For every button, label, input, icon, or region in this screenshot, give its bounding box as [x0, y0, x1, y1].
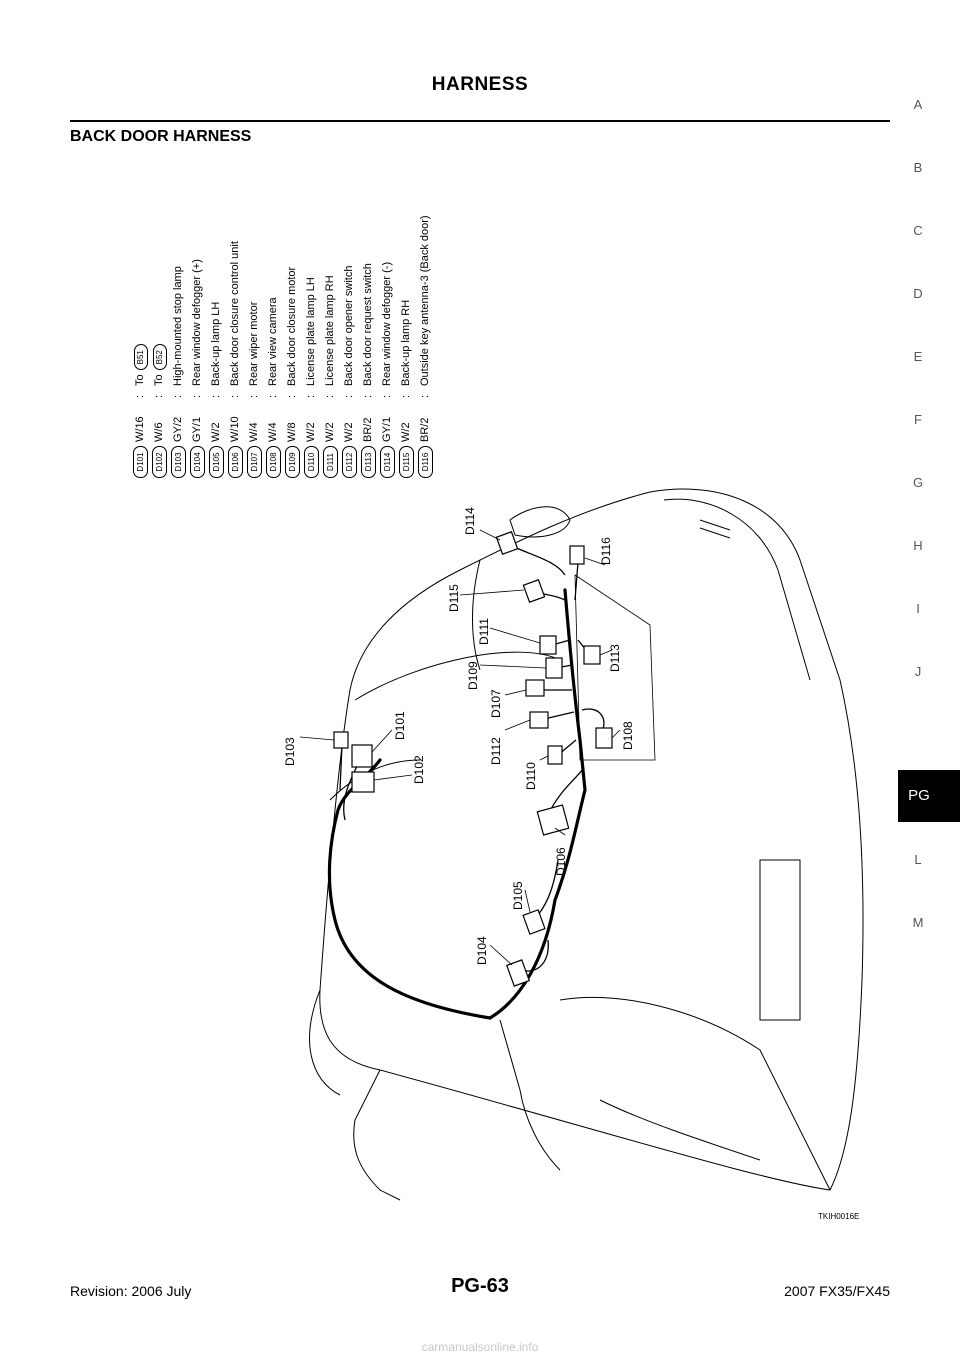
- connector-d103: [333, 731, 349, 749]
- connector-d105: [522, 909, 546, 935]
- callout-labels: D114 D116 D115 D111 D113 D109 D107 D112 …: [283, 507, 635, 965]
- watermark-text: carmanualsonline.info: [421, 1340, 539, 1354]
- leader-lines: [299, 529, 621, 966]
- index-letter-i[interactable]: I: [916, 601, 920, 616]
- callout-d111: D111: [477, 618, 491, 645]
- connectors: [333, 531, 613, 987]
- index-letter-m[interactable]: M: [912, 915, 924, 930]
- connector-d106: [536, 804, 570, 836]
- page-header-title: HARNESS: [431, 74, 529, 95]
- callout-d103: D103: [283, 737, 297, 766]
- callout-d110: D110: [524, 762, 538, 790]
- index-letter-l[interactable]: L: [914, 852, 922, 867]
- index-letter-a[interactable]: A: [913, 97, 923, 112]
- callout-d109: D109: [466, 661, 480, 690]
- connector-d111: [539, 635, 557, 655]
- connector-d109: [545, 657, 563, 679]
- connector-d102: [351, 771, 375, 793]
- index-letter-f[interactable]: F: [914, 412, 922, 427]
- vehicle-model: 2007 FX35/FX45: [784, 1283, 890, 1299]
- connector-d110: [547, 745, 563, 765]
- callout-d107: D107: [489, 689, 503, 718]
- harness-branches: [339, 544, 605, 972]
- callout-d116: D116: [599, 537, 613, 565]
- callout-d115: D115: [447, 584, 461, 612]
- harness-trunk: [327, 588, 587, 1020]
- figure-code: TKIH0016E: [818, 1212, 860, 1221]
- revision-date: Revision: 2006 July: [70, 1283, 192, 1299]
- index-letter-b[interactable]: B: [913, 160, 923, 175]
- callout-d106: D106: [554, 847, 568, 876]
- index-letter-g[interactable]: G: [912, 475, 924, 490]
- connector-d101: [351, 744, 373, 768]
- connector-d113: [583, 645, 601, 665]
- connector-d115: [522, 579, 546, 603]
- callout-d112: D112: [489, 737, 503, 765]
- connector-d108: [595, 727, 613, 749]
- callout-d114: D114: [463, 507, 477, 535]
- connector-d112: [529, 711, 549, 729]
- callout-d102: D102: [412, 755, 426, 784]
- connector-d114: [495, 531, 519, 555]
- index-letter-d[interactable]: D: [913, 286, 923, 301]
- header-rule: [70, 120, 890, 122]
- index-letter-c[interactable]: C: [913, 223, 923, 238]
- connector-d104: [505, 959, 531, 987]
- connector-d116: [569, 545, 585, 565]
- callout-d113: D113: [608, 644, 622, 672]
- index-letter-j[interactable]: J: [914, 664, 922, 679]
- section-index-sidebar: A B C D E F G H I J PG L M: [898, 0, 960, 1358]
- callout-d108: D108: [621, 721, 635, 750]
- callout-d101: D101: [393, 711, 407, 740]
- vehicle-outline: [309, 488, 864, 1201]
- index-tab-active-label: PG: [908, 787, 930, 804]
- index-letter-e[interactable]: E: [913, 349, 923, 364]
- index-tab-active[interactable]: PG: [898, 770, 960, 822]
- connector-d107: [525, 679, 545, 697]
- callout-d105: D105: [511, 881, 525, 910]
- callout-d104: D104: [475, 936, 489, 965]
- page-number: PG-63: [451, 1275, 509, 1297]
- section-title: BACK DOOR HARNESS: [70, 128, 252, 145]
- index-letter-h[interactable]: H: [913, 538, 923, 553]
